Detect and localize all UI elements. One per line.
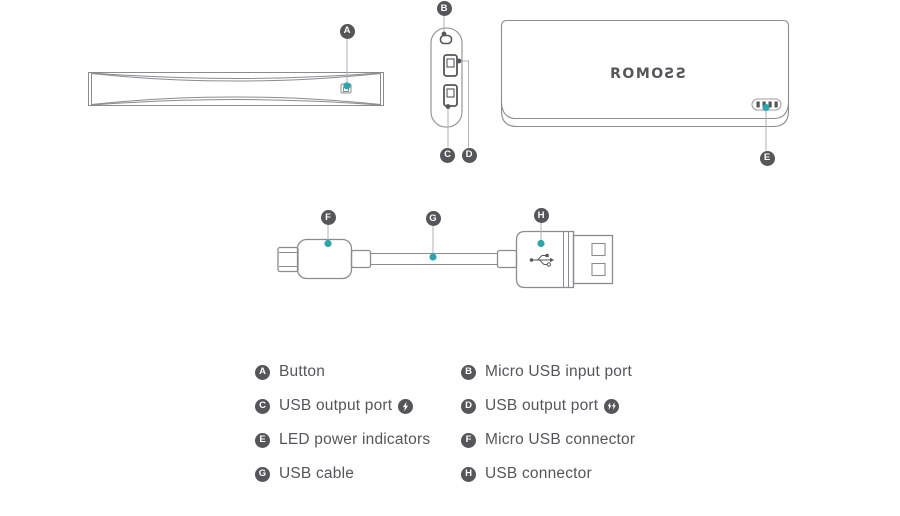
legend: A Button B Micro USB input port C USB ou… [255, 355, 635, 491]
badge-h: H [461, 466, 476, 482]
usb-trident-icon [529, 253, 554, 267]
cable-wire [370, 252, 498, 266]
dot-output-d [456, 58, 462, 64]
callout-f: F [320, 210, 336, 225]
legend-label-c: USB output port [279, 397, 393, 414]
callout-a: A [339, 23, 355, 39]
dot-output-c [445, 104, 451, 109]
powerbank-top-view [500, 19, 790, 128]
badge-a: A [255, 364, 270, 380]
badge-f: F [461, 432, 476, 448]
device-diagram [88, 16, 790, 289]
micro-usb-input-port [439, 34, 453, 45]
callout-e: E [759, 150, 775, 166]
legend-label-d: USB output port [485, 397, 599, 414]
legend-label-g: USB cable [279, 465, 355, 482]
legend-item-c: C USB output port [255, 389, 461, 423]
legend-item-a: A Button [255, 355, 461, 389]
dot-usb-connector [537, 239, 545, 248]
legend-item-e: E LED power indicators [255, 423, 461, 457]
powerbank-side-view [88, 72, 384, 106]
legend-item-h: H USB connector [461, 457, 635, 491]
usb-output-port-1 [443, 84, 458, 107]
callout-c: C [440, 147, 455, 163]
legend-label-h: USB connector [485, 465, 592, 482]
callout-h: H [533, 208, 549, 223]
brand-logo: ROMOƧƧ [610, 66, 688, 82]
powerbank-end-view [430, 27, 463, 128]
callout-g: G [425, 211, 441, 226]
dot-button [343, 82, 351, 90]
single-lightning-icon [398, 398, 414, 414]
legend-label-e: LED power indicators [279, 431, 431, 448]
dot-cable [429, 253, 437, 261]
legend-label-f: Micro USB connector [485, 431, 636, 448]
dot-micro-input [441, 31, 447, 37]
badge-c: C [255, 398, 270, 414]
legend-label-b: Micro USB input port [485, 363, 632, 380]
usb-cable-drawing [277, 230, 614, 289]
leader-lines [327, 16, 767, 253]
legend-item-g: G USB cable [255, 457, 461, 491]
dot-led [762, 104, 770, 111]
badge-b: B [461, 364, 476, 380]
legend-item-d: D USB output port [461, 389, 635, 423]
usb-a-connector [496, 230, 614, 289]
usb-output-port-2 [443, 54, 458, 77]
legend-label-a: Button [279, 363, 326, 380]
double-lightning-icon [604, 398, 620, 414]
micro-usb-connector [277, 238, 372, 280]
dot-micro-connector [324, 239, 332, 248]
callout-b: B [436, 1, 452, 16]
callout-d: D [461, 147, 477, 163]
legend-item-f: F Micro USB connector [461, 423, 635, 457]
badge-e: E [255, 432, 270, 448]
legend-item-b: B Micro USB input port [461, 355, 635, 389]
badge-g: G [255, 466, 270, 482]
badge-d: D [461, 398, 476, 414]
pointer-dots [324, 31, 770, 261]
